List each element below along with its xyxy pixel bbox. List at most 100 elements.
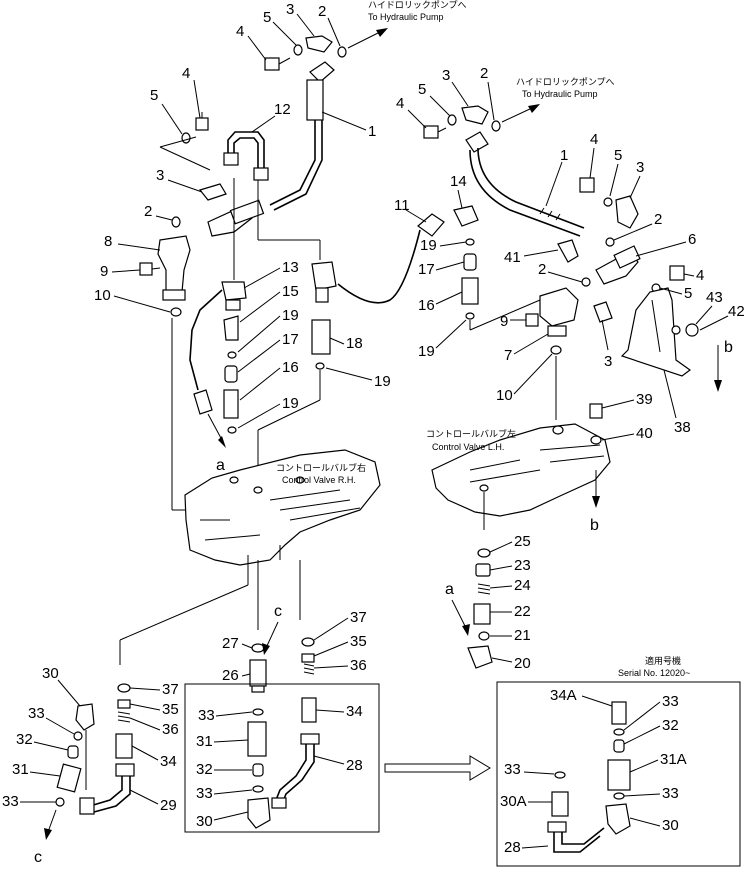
label-serial-en: Serial No. 12020~ bbox=[618, 668, 690, 678]
callout-labels: ハイドロリックポンプへ To Hydraulic Pump ハイドロリックポンプ… bbox=[276, 0, 690, 678]
part-number: 39 bbox=[636, 391, 653, 408]
label-serial-jp: 適用号機 bbox=[645, 655, 681, 666]
part-number: 4 bbox=[590, 131, 598, 148]
part-number: 33 bbox=[2, 793, 19, 810]
part-number: 23 bbox=[514, 557, 531, 574]
part-number: 30 bbox=[662, 817, 679, 834]
part-number: 18 bbox=[346, 335, 363, 352]
part-number: 43 bbox=[706, 289, 723, 306]
part-number: 25 bbox=[514, 533, 531, 550]
letter-b-lower: b bbox=[590, 517, 599, 534]
part-number: 28 bbox=[346, 757, 363, 774]
part-number: 37 bbox=[350, 609, 367, 626]
valve-block-7 bbox=[525, 277, 591, 420]
part-number: 4 bbox=[696, 267, 704, 284]
part-number: 13 bbox=[282, 259, 299, 276]
part-number: 22 bbox=[514, 603, 531, 620]
label-hydraulic-pump-jp-2: ハイドロリックポンプへ bbox=[516, 77, 615, 87]
part-number: 2 bbox=[654, 211, 662, 228]
part-number: 19 bbox=[282, 307, 299, 324]
right-middle-fittings bbox=[557, 239, 722, 392]
part-number: 32 bbox=[16, 731, 33, 748]
pipe-12 bbox=[159, 112, 269, 181]
label-control-valve-rh-jp: コントロールバルブ右 bbox=[276, 462, 366, 473]
arrow-c-upper bbox=[262, 621, 279, 655]
reference-letters: a a b b c c bbox=[34, 339, 733, 866]
label-control-valve-lh-jp: コントロールバルブ左 bbox=[426, 428, 516, 439]
part-number: 33 bbox=[504, 761, 521, 778]
letter-c-upper: c bbox=[274, 603, 282, 620]
part-number: 30 bbox=[42, 665, 59, 682]
part-number: 31A bbox=[660, 751, 687, 768]
part-number: 34A bbox=[550, 687, 577, 704]
part-number: 33 bbox=[196, 785, 213, 802]
part-number: 34 bbox=[160, 753, 177, 770]
control-valve-lh bbox=[431, 403, 611, 530]
part-number: 2 bbox=[480, 65, 488, 82]
part-number: 33 bbox=[28, 705, 45, 722]
part-number: 36 bbox=[162, 721, 179, 738]
part-number: 35 bbox=[162, 701, 179, 718]
part-number: 9 bbox=[100, 263, 108, 280]
part-number: 19 bbox=[418, 343, 435, 360]
part-number: 16 bbox=[418, 297, 435, 314]
part-number: 26 bbox=[222, 667, 239, 684]
part-number: 17 bbox=[418, 261, 435, 278]
part-number: 5 bbox=[263, 9, 271, 26]
part-number: 2 bbox=[318, 3, 326, 20]
letter-a-lower: a bbox=[445, 581, 454, 598]
rh-lower-fittings bbox=[249, 637, 315, 693]
part-number: 34 bbox=[346, 703, 363, 720]
lh-lower-fittings bbox=[451, 548, 493, 669]
part-number: 20 bbox=[514, 655, 531, 672]
part-number: 5 bbox=[684, 285, 692, 302]
fitting-column-left bbox=[189, 178, 247, 448]
part-number: 5 bbox=[418, 81, 426, 98]
part-number: 40 bbox=[636, 425, 653, 442]
part-number: 36 bbox=[350, 657, 367, 674]
part-number: 15 bbox=[282, 283, 299, 300]
part-number: 5 bbox=[614, 147, 622, 164]
part-number: 19 bbox=[420, 237, 437, 254]
part-number: 12 bbox=[274, 101, 291, 118]
part-number: 30 bbox=[196, 813, 213, 830]
part-number: 31 bbox=[196, 733, 213, 750]
part-number: 2 bbox=[538, 261, 546, 278]
part-number: 16 bbox=[282, 359, 299, 376]
part-number: 5 bbox=[150, 87, 158, 104]
part-number: 32 bbox=[196, 761, 213, 778]
label-control-valve-lh-en: Control Valve L.H. bbox=[432, 442, 504, 452]
part-number: 17 bbox=[282, 331, 299, 348]
letter-b-upper: b bbox=[724, 339, 733, 356]
part-number: 4 bbox=[236, 23, 244, 40]
part-number: 11 bbox=[394, 197, 410, 214]
part-number: 7 bbox=[504, 347, 512, 364]
part-number: 9 bbox=[500, 313, 508, 330]
part-number: 3 bbox=[442, 67, 450, 84]
part-number: 10 bbox=[496, 387, 513, 404]
part-number: 33 bbox=[662, 785, 679, 802]
control-valve-rh bbox=[119, 449, 381, 665]
part-number: 24 bbox=[514, 577, 531, 594]
part-number: 8 bbox=[104, 233, 112, 250]
part-number: 19 bbox=[374, 373, 391, 390]
part-number: 2 bbox=[144, 203, 152, 220]
label-hydraulic-pump-en-1: To Hydraulic Pump bbox=[368, 12, 444, 22]
part-number: 27 bbox=[222, 635, 239, 652]
part-number: 1 bbox=[560, 147, 568, 164]
label-hydraulic-pump-en-2: To Hydraulic Pump bbox=[522, 89, 598, 99]
inset-box-left bbox=[184, 683, 380, 833]
part-number: 30A bbox=[500, 793, 527, 810]
part-number: 33 bbox=[662, 693, 679, 710]
left-lower-assembly bbox=[44, 683, 135, 840]
part-number: 35 bbox=[350, 633, 367, 650]
part-number: 19 bbox=[282, 395, 299, 412]
inset-arrow bbox=[384, 755, 491, 781]
part-number: 3 bbox=[604, 353, 612, 370]
label-hydraulic-pump-jp-1: ハイドロリックポンプへ bbox=[368, 0, 467, 10]
part-number: 6 bbox=[688, 231, 696, 248]
part-number: 32 bbox=[662, 717, 679, 734]
part-number: 3 bbox=[636, 159, 644, 176]
